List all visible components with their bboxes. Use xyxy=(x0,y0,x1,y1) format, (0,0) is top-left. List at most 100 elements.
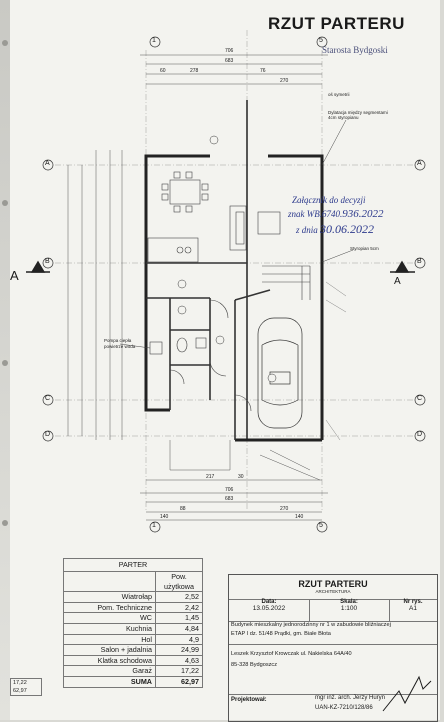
area-room-value: 1,45 xyxy=(155,612,203,624)
date-value: 13.05.2022 xyxy=(252,605,286,612)
decision-line-3: z dnia 30.06.2022 xyxy=(296,222,374,237)
area-room-name: Kuchnia xyxy=(63,622,156,635)
corner-summary: 17,22 62,97 xyxy=(10,678,42,696)
axis-number-1-bottom: 1 xyxy=(152,522,156,529)
sheet-cell: Nr rys. A1 xyxy=(389,599,437,621)
decision-sign-prefix: znak WB.6740. xyxy=(288,209,343,219)
title-block-header: RZUT PARTERU ARCHITEKTURA xyxy=(229,575,437,600)
dim-top: 706 xyxy=(225,48,234,54)
designer-label: Projektował: xyxy=(231,697,267,703)
area-room-name: Wiatrołap xyxy=(63,591,156,603)
dim-bottom: 683 xyxy=(225,496,234,502)
dim-top: 76 xyxy=(260,68,266,74)
area-room-value: 2,42 xyxy=(155,601,203,614)
date-label: Data: xyxy=(261,599,277,605)
corner-value-2: 62,97 xyxy=(13,688,27,694)
project-description: Budynek mieszkalny jednorodzinny nr 1 w … xyxy=(229,621,437,645)
area-room-name: Salon + jadalnia xyxy=(63,644,156,656)
dim-bottom: 706 xyxy=(225,487,234,493)
axis-number-5: 5 xyxy=(319,37,323,44)
area-table-title: PARTER xyxy=(63,558,203,572)
area-room-value: 4,9 xyxy=(155,633,203,646)
scale-cell: Skala: 1:100 xyxy=(309,599,390,621)
designer-license: UAN-KZ-7210/128/86 xyxy=(315,705,373,711)
dim-bottom: 270 xyxy=(280,506,289,512)
drawing-title: RZUT PARTERU xyxy=(268,14,405,33)
area-room-name: Hol xyxy=(63,633,156,646)
binder-hole xyxy=(2,360,8,366)
area-sum-label: SUMA xyxy=(63,675,156,688)
axis-label-d-right: D xyxy=(417,431,423,438)
decision-line-2: znak WB.6740.936.2022 xyxy=(288,208,384,220)
axis-number-1: 1 xyxy=(152,37,156,44)
axis-label-c: C xyxy=(45,395,51,402)
binder-strip xyxy=(0,0,10,720)
description-line-2: ETAP I dz. 51/48 Prądki, gm. Białe Błota xyxy=(231,631,331,637)
binder-hole xyxy=(2,40,8,46)
area-room-value: 4,84 xyxy=(155,622,203,635)
axis-number-5-bottom: 5 xyxy=(319,522,323,529)
area-table-empty xyxy=(63,570,156,593)
decision-date: 30.06.2022 xyxy=(320,222,375,236)
axis-label-d: D xyxy=(45,431,51,438)
dim-bottom: 88 xyxy=(180,506,186,512)
date-cell: Data: 13.05.2022 xyxy=(229,599,310,621)
floor-plan xyxy=(26,30,426,533)
dim-top: 683 xyxy=(225,58,234,64)
area-room-value: 2,52 xyxy=(155,591,203,603)
authority-stamp: Starosta Bydgoski xyxy=(322,45,388,55)
dim-bottom: 140 xyxy=(160,514,169,520)
title-block: RZUT PARTERU ARCHITEKTURA Data: 13.05.20… xyxy=(228,574,438,722)
axis-label-b-right: B xyxy=(417,258,422,265)
title-block-title: RZUT PARTERU xyxy=(298,579,368,589)
area-room-value: 24,99 xyxy=(155,644,203,656)
decision-number: 936.2022 xyxy=(342,208,384,220)
axis-label-a: A xyxy=(45,160,50,167)
axis-label-c-right: C xyxy=(417,395,423,402)
note-heat-pump-2: powietrze woda xyxy=(104,344,136,349)
investor-line-2: 85-328 Bydgoszcz xyxy=(231,662,278,668)
area-room-name: Klatka schodowa xyxy=(63,654,156,667)
title-block-subtitle: ARCHITEKTURA xyxy=(315,589,351,594)
binder-hole xyxy=(2,200,8,206)
dim-top: 270 xyxy=(280,78,289,84)
section-marker-left: A xyxy=(10,268,19,283)
area-table-col-header: Pow. użytkowa xyxy=(155,570,203,593)
dim-top: 278 xyxy=(190,68,199,74)
dim-bottom: 217 xyxy=(206,474,215,480)
note-styrofoam: Styropian 5cm xyxy=(350,246,379,251)
section-marker-right: A xyxy=(394,276,401,287)
drawing-sheet: A B C D A B C D 1 5 1 5 A A 706 683 60 2… xyxy=(10,0,440,722)
dim-bottom: 140 xyxy=(295,514,304,520)
scale-label: Skala: xyxy=(340,599,358,605)
investor-block: Leszek Krzysztof Krowczak ul. Nakielska … xyxy=(229,645,437,695)
signature-mark xyxy=(382,675,432,712)
area-room-value: 4,63 xyxy=(155,654,203,667)
area-room-name: Pom. Techniczne xyxy=(63,601,156,614)
investor-line-1: Leszek Krzysztof Krowczak ul. Nakielska … xyxy=(231,651,352,657)
decision-date-prefix: z dnia xyxy=(296,225,318,235)
dim-bottom: 30 xyxy=(238,474,244,480)
title-block-meta: Data: 13.05.2022 Skala: 1:100 Nr rys. A1 xyxy=(229,599,437,622)
area-sum-value: 62,97 xyxy=(155,675,203,688)
note-insulation: Dylatacja między segmentami 4cm styropia… xyxy=(328,110,388,120)
axis-label-a-right: A xyxy=(417,160,422,167)
dim-top: 60 xyxy=(160,68,166,74)
scale-value: 1:100 xyxy=(340,605,358,612)
area-room-value: 17,22 xyxy=(155,665,203,677)
note-heat-pump: Pompa ciepła xyxy=(104,338,132,343)
description-line-1: Budynek mieszkalny jednorodzinny nr 1 w … xyxy=(231,622,391,628)
corner-value-1: 17,22 xyxy=(13,680,27,686)
sheet-label: Nr rys. xyxy=(403,599,423,605)
note-symmetry-axis: oś symetrii xyxy=(328,92,350,97)
